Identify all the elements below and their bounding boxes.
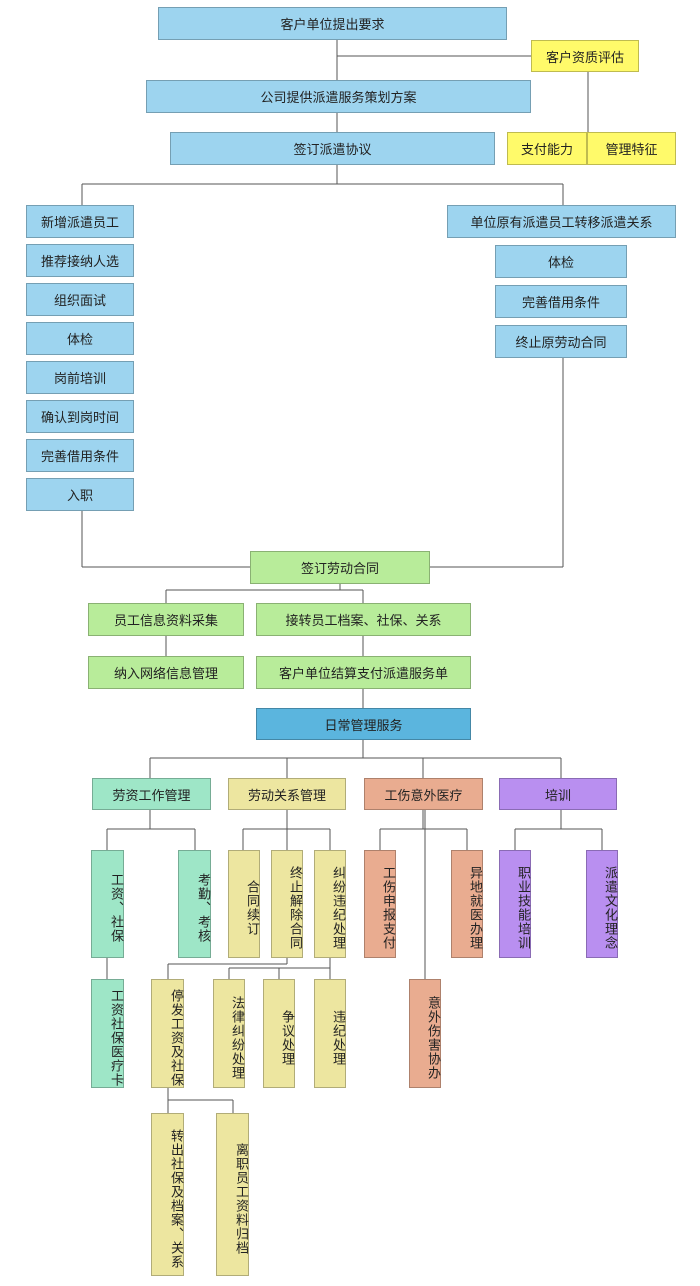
- info-collect-box: 员工信息资料采集: [88, 603, 244, 636]
- culture-box: 派遣文化理念: [586, 850, 618, 958]
- right-step-box: 终止原劳动合同: [495, 325, 627, 358]
- labor-relation-box: 劳动关系管理: [228, 778, 346, 810]
- accident-assist-box: 意外伤害协办: [409, 979, 441, 1088]
- violation-box: 违纪处理: [314, 979, 346, 1088]
- wage-card-box: 工资社保医疗卡: [91, 979, 124, 1088]
- left-step-box: 岗前培训: [26, 361, 134, 394]
- injury-report-box: 工伤申报支付: [364, 850, 396, 958]
- transfer-relation-box: 单位原有派遣员工转移派遣关系: [447, 205, 676, 238]
- labor-contract-box: 签订劳动合同: [250, 551, 430, 584]
- mgmt-features-box: 管理特征: [587, 132, 676, 165]
- left-step-box: 完善借用条件: [26, 439, 134, 472]
- qualification-box: 客户资质评估: [531, 40, 639, 72]
- left-step-box: 组织面试: [26, 283, 134, 316]
- client-request-box: 客户单位提出要求: [158, 7, 507, 40]
- attendance-box: 考勤、考核: [178, 850, 211, 958]
- right-step-box: 完善借用条件: [495, 285, 627, 318]
- wage-mgmt-box: 劳资工作管理: [92, 778, 211, 810]
- new-dispatch-staff-box: 新增派遣员工: [26, 205, 134, 238]
- dispute-handling-box: 纠纷违纪处理: [314, 850, 346, 958]
- left-step-box: 入职: [26, 478, 134, 511]
- stop-pay-box: 停发工资及社保: [151, 979, 184, 1088]
- network-mgmt-box: 纳入网络信息管理: [88, 656, 244, 689]
- sign-dispatch-box: 签订派遣协议: [170, 132, 495, 165]
- transfer-out-box: 转出社保及档案、关系: [151, 1113, 184, 1276]
- right-step-box: 体检: [495, 245, 627, 278]
- argument-box: 争议处理: [263, 979, 295, 1088]
- training-box: 培训: [499, 778, 617, 810]
- archive-box: 离职员工资料归档: [216, 1113, 249, 1276]
- contract-terminate-box: 终止解除合同: [271, 850, 303, 958]
- legal-dispute-box: 法律纠纷处理: [213, 979, 245, 1088]
- left-step-box: 体检: [26, 322, 134, 355]
- wage-social-box: 工资、社保: [91, 850, 124, 958]
- daily-management-box: 日常管理服务: [256, 708, 471, 740]
- injury-medical-box: 工伤意外医疗: [364, 778, 483, 810]
- contract-renew-box: 合同续订: [228, 850, 260, 958]
- settlement-box: 客户单位结算支付派遣服务单: [256, 656, 471, 689]
- offsite-medical-box: 异地就医办理: [451, 850, 483, 958]
- left-step-box: 推荐接纳人选: [26, 244, 134, 277]
- transfer-archive-box: 接转员工档案、社保、关系: [256, 603, 471, 636]
- pay-ability-box: 支付能力: [507, 132, 587, 165]
- plan-box: 公司提供派遣服务策划方案: [146, 80, 531, 113]
- skill-training-box: 职业技能培训: [499, 850, 531, 958]
- left-step-box: 确认到岗时间: [26, 400, 134, 433]
